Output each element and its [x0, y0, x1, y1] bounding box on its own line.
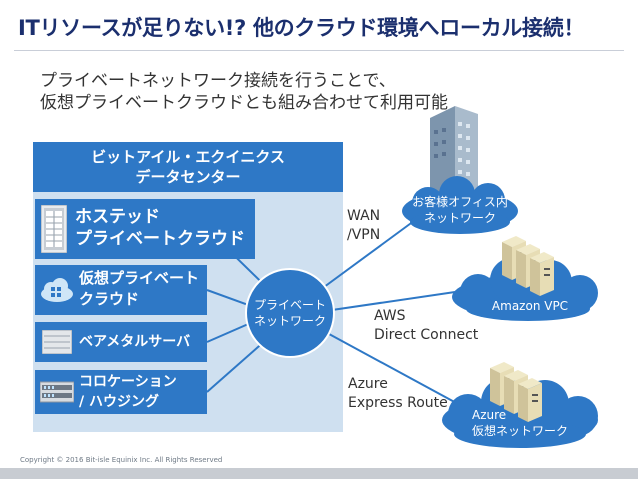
servers-icon [490, 362, 542, 422]
colocation-label-line-1: コロケーション [79, 374, 177, 390]
colocation-label: コロケーション / ハウジング [79, 372, 177, 412]
bottom-bar [0, 468, 638, 479]
office-label-line-1: お客様オフィス内 [412, 195, 508, 209]
wan-vpn-label: WAN /VPN [347, 207, 380, 245]
hub-label-line-2: ネットワーク [253, 314, 326, 328]
hosted-label-line-1: ホステッド [75, 207, 160, 227]
vpc-label: 仮想プライベート クラウド [79, 268, 199, 310]
slide-subtitle: プライベートネットワーク接続を行うことで、 仮想プライベートクラウドとも組み合わ… [40, 70, 448, 114]
datacenter-header: ビットアイル・エクイニクス データセンター [33, 142, 343, 192]
colocation-box: コロケーション / ハウジング [35, 370, 207, 414]
azure-express-route-label: Azure Express Route [348, 375, 448, 413]
subtitle-line-2: 仮想プライベートクラウドとも組み合わせて利用可能 [40, 93, 448, 113]
server-icon [42, 330, 72, 354]
copyright-footer: Copyright © 2016 Bit-isle Equinix Inc. A… [20, 456, 223, 464]
office-network-cloud [402, 176, 518, 234]
bare-metal-server-box: ベアメタルサーバ [35, 322, 207, 362]
line-hub-to-office [319, 217, 419, 291]
office-network-label: お客様オフィス内 ネットワーク [400, 194, 520, 226]
azure-network-label: Azure 仮想ネットワーク [456, 407, 602, 439]
line-hub-to-aws [331, 291, 456, 311]
hub-label-line-1: プライベート [253, 298, 326, 312]
datacenter-name-line-1: ビットアイル・エクイニクス [91, 148, 285, 166]
hosted-private-cloud-box: ホステッド プライベートクラウド [35, 199, 255, 259]
amazon-vpc-label: Amazon VPC [491, 299, 569, 313]
line-hub-to-azure [317, 327, 461, 406]
aws-link-line-2: Direct Connect [374, 327, 479, 343]
hub-label: プライベート ネットワーク [246, 297, 334, 329]
azure-link-line-2: Express Route [348, 395, 448, 411]
baremetal-label: ベアメタルサーバ [79, 334, 191, 350]
server-rack-icon [41, 205, 67, 253]
hosted-label: ホステッド プライベートクラウド [75, 206, 245, 250]
azure-label-line-1: Azure [472, 408, 507, 422]
azure-label-line-2: 仮想ネットワーク [472, 424, 569, 438]
aws-direct-connect-label: AWS Direct Connect [374, 307, 478, 345]
vpc-label-line-1: 仮想プライベート [79, 269, 200, 287]
building-icon [430, 106, 478, 196]
datacenter-name-line-2: データセンター [135, 168, 241, 186]
azure-link-line-1: Azure [348, 376, 388, 392]
hosted-label-line-2: プライベートクラウド [75, 229, 245, 249]
title-divider [14, 50, 624, 51]
slide-title: ITリソースが足りない!? 他のクラウド環境へローカル接続！ [18, 16, 585, 40]
private-network-hub [245, 268, 335, 358]
vpc-label-line-2: クラウド [79, 290, 140, 308]
rack-appliance-icon [40, 381, 74, 403]
cloud-icon [41, 278, 73, 302]
servers-icon [502, 236, 554, 296]
office-label-line-2: ネットワーク [423, 211, 496, 225]
virtual-private-cloud-box: 仮想プライベート クラウド [35, 265, 207, 315]
subtitle-line-1: プライベートネットワーク接続を行うことで、 [40, 71, 396, 91]
wan-label-line-1: WAN [347, 208, 381, 224]
wan-label-line-2: /VPN [347, 227, 381, 243]
aws-link-line-1: AWS [374, 308, 406, 324]
colocation-label-line-2: / ハウジング [79, 394, 159, 410]
